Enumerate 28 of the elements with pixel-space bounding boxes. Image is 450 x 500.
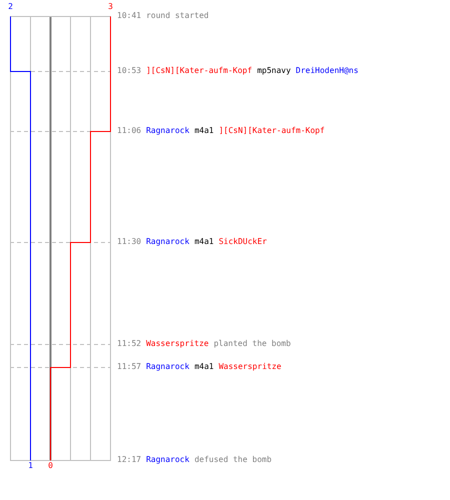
player-name: Ragnarock [146,237,190,247]
player-name: ][CsN][Kater-aufm-Kopf [218,126,325,136]
player-name: DreiHodenH@ns [296,66,358,76]
weapon-name: m4a1 [194,237,214,247]
player-name: Ragnarock [146,455,190,465]
player-name: Wasserspritze [218,362,282,372]
count-label: 3 [107,2,114,12]
time-label: 12:17 [117,455,142,465]
time-label: 10:41 [117,11,142,21]
player-name: Ragnarock [146,362,190,372]
time-label: 11:57 [117,362,142,372]
player-name: Ragnarock [146,126,190,136]
player-name: ][CsN][Kater-aufm-Kopf [146,66,252,76]
player-name: Wasserspritze [146,339,209,349]
time-label: 10:53 [117,66,142,76]
event-text: round started [146,11,209,21]
count-label: 0 [47,461,54,471]
player-name: SickDUckEr [218,237,267,247]
count-label: 2 [7,2,14,12]
event-text: defused the bomb [194,455,272,465]
time-label: 11:06 [117,126,142,136]
weapon-name: m4a1 [194,126,214,136]
weapon-name: mp5navy [257,66,291,76]
event-text: planted the bomb [214,339,291,349]
count-label: 1 [27,461,34,471]
weapon-name: m4a1 [194,362,214,372]
time-label: 11:30 [117,237,142,247]
time-label: 11:52 [117,339,142,349]
